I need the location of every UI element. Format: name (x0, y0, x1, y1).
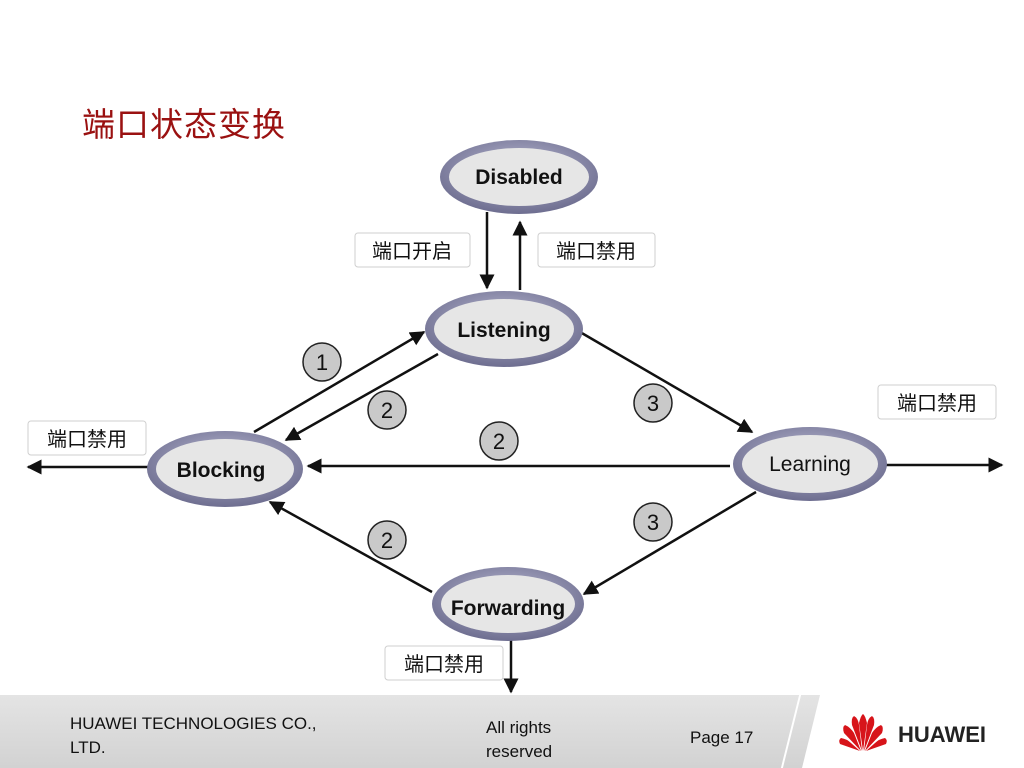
marker-1: 1 (302, 342, 342, 382)
svg-text:2: 2 (493, 429, 505, 454)
edge-forwarding-to-blocking (268, 500, 433, 594)
svg-text:端口开启: 端口开启 (372, 239, 452, 263)
label-port-enable: 端口开启 (354, 232, 471, 268)
edge-listening-to-blocking (284, 352, 439, 442)
label-port-disable-right: 端口禁用 (877, 384, 997, 420)
svg-text:2: 2 (381, 398, 393, 423)
logo-panel: HUAWEI (802, 695, 1024, 768)
marker-3-lower: 3 (633, 502, 673, 542)
state-listening-label: Listening (457, 319, 550, 342)
edge-listening-to-learning (579, 330, 754, 434)
label-port-disable-top: 端口禁用 (537, 232, 656, 268)
svg-text:1: 1 (316, 350, 328, 375)
state-disabled: Disabled (440, 140, 598, 214)
marker-2-lower: 2 (367, 520, 407, 560)
label-port-disable-left: 端口禁用 (27, 420, 147, 456)
svg-text:3: 3 (647, 510, 659, 535)
state-diagram: Disabled Listening Learning Blocking For… (26, 140, 1004, 694)
svg-text:端口禁用: 端口禁用 (556, 239, 636, 263)
svg-text:端口禁用: 端口禁用 (897, 391, 977, 415)
svg-text:2: 2 (381, 528, 393, 553)
state-blocking: Blocking (147, 431, 303, 507)
state-listening: Listening (425, 291, 583, 367)
footer-rights-line2: reserved (486, 742, 553, 761)
label-port-disable-bottom: 端口禁用 (384, 645, 504, 681)
state-forwarding: Forwarding (432, 567, 584, 641)
footer-rights-line1: All rights (486, 718, 552, 737)
footer: HUAWEI TECHNOLOGIES CO., LTD. All rights… (0, 695, 1024, 768)
marker-2-middle: 2 (479, 421, 519, 461)
page-number: Page 17 (690, 728, 754, 747)
state-blocking-label: Blocking (177, 459, 266, 482)
footer-divider (780, 695, 802, 768)
footer-company-line2: LTD. (70, 738, 106, 757)
svg-text:端口禁用: 端口禁用 (47, 427, 127, 451)
huawei-logo-icon (839, 714, 887, 751)
footer-company: HUAWEI TECHNOLOGIES CO., LTD. (70, 712, 400, 760)
state-forwarding-label: Forwarding (451, 597, 565, 620)
page-title: 端口状态变换 (82, 105, 286, 144)
svg-text:3: 3 (647, 391, 659, 416)
marker-2-upper: 2 (367, 390, 407, 430)
state-learning: Learning (733, 427, 887, 501)
marker-3-upper: 3 (633, 383, 673, 423)
edge-blocking-to-listening (253, 330, 426, 434)
svg-text:端口禁用: 端口禁用 (404, 652, 484, 676)
state-learning-label: Learning (769, 453, 851, 476)
state-disabled-label: Disabled (475, 166, 563, 189)
footer-rights: All rights reserved (486, 716, 586, 764)
edge-learning-to-forwarding (582, 490, 757, 596)
logo-text: HUAWEI (898, 722, 986, 747)
footer-company-line1: HUAWEI TECHNOLOGIES CO., (70, 714, 317, 733)
